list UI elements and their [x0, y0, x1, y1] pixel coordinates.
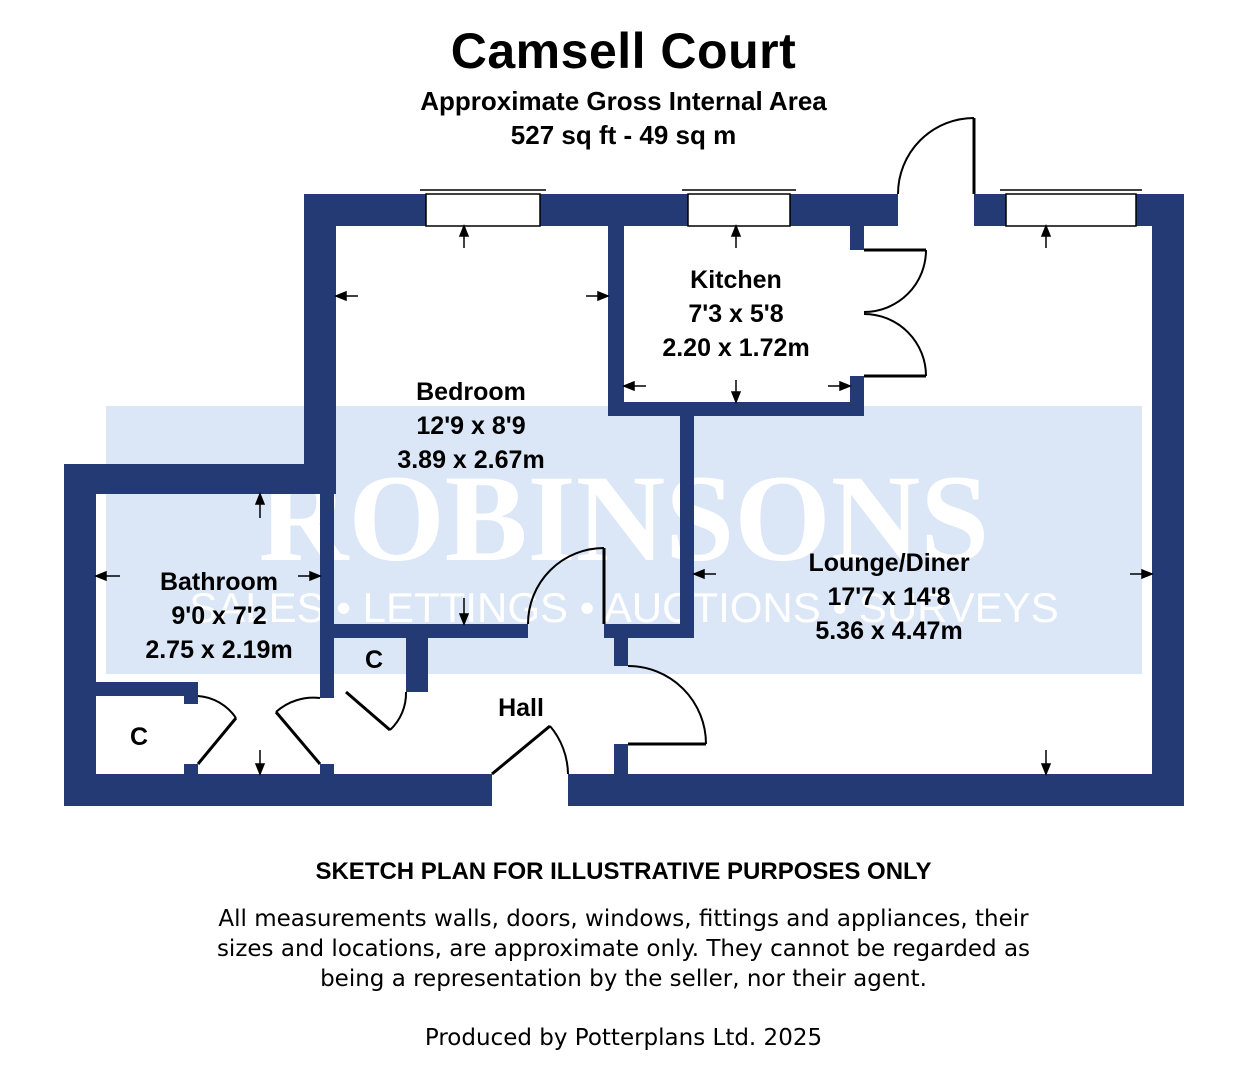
- hall-name: Hall: [498, 694, 544, 722]
- walls: [64, 194, 1184, 806]
- disclaimer-heading: SKETCH PLAN FOR ILLUSTRATIVE PURPOSES ON…: [315, 858, 932, 885]
- bedroom-name: Bedroom: [416, 378, 526, 406]
- disclaimer-line: being a representation by the seller, no…: [320, 966, 927, 992]
- bedroom-imperial: 12'9 x 8'9: [416, 412, 525, 440]
- disclaimer-line: sizes and locations, are approximate onl…: [216, 936, 1031, 962]
- bathroom-name: Bathroom: [160, 568, 278, 596]
- lounge-imperial: 17'7 x 14'8: [827, 583, 950, 611]
- kitchen-metric: 2.20 x 1.72m: [662, 334, 809, 362]
- plan-subtitle: Approximate Gross Internal Area: [420, 86, 827, 116]
- disclaimer-line: All measurements walls, doors, windows, …: [218, 906, 1029, 932]
- kitchen-name: Kitchen: [690, 266, 782, 294]
- watermark-tagline: SALES • LETTINGS • AUCTIONS • SURVEYS: [189, 584, 1059, 631]
- bedroom-metric: 3.89 x 2.67m: [397, 446, 544, 474]
- producer-credit: Produced by Potterplans Ltd. 2025: [424, 1025, 823, 1051]
- windows: [425, 193, 1137, 227]
- cupboard-label: C: [365, 646, 383, 674]
- dimension-arrows: [93, 223, 1155, 777]
- bathroom-metric: 2.75 x 2.19m: [145, 636, 292, 664]
- doors: [196, 117, 976, 776]
- cupboard-label: C: [130, 723, 148, 751]
- gross-area: 527 sq ft - 49 sq m: [510, 120, 737, 150]
- plan-title: Camsell Court: [450, 23, 797, 79]
- lounge-name: Lounge/Diner: [808, 549, 969, 577]
- bathroom-imperial: 9'0 x 7'2: [171, 602, 266, 630]
- watermark-brand: ROBINSONS: [259, 450, 989, 587]
- kitchen-imperial: 7'3 x 5'8: [688, 300, 783, 328]
- lounge-metric: 5.36 x 4.47m: [815, 617, 962, 645]
